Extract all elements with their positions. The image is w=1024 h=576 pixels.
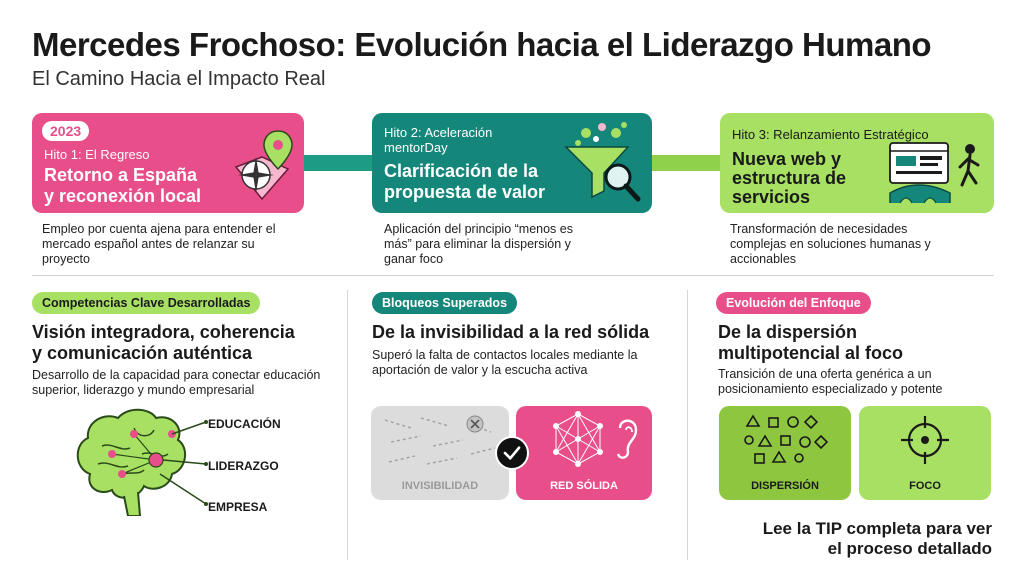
page-title: Mercedes Frochoso: Evolución hacia el Li… (32, 26, 932, 63)
brain-network-icon (76, 408, 208, 516)
section-heading-line: y comunicación auténtica (32, 343, 253, 363)
tile-label: INVISIBILIDAD (401, 480, 479, 492)
invisibility-tile: INVISIBILIDAD (371, 406, 509, 500)
check-icon (495, 436, 529, 470)
milestone-card-1: 2023 Hito 1: El Regreso Retorno a España… (32, 113, 304, 213)
column-divider (687, 290, 688, 560)
milestone-heading-line: Clarificación de la (384, 161, 539, 181)
brain-label: LIDERAZGO (208, 459, 279, 473)
milestone-heading-line: Retorno a España (44, 165, 198, 185)
milestone-card-3: Hito 3: Relanzamiento Estratégico Nueva … (720, 113, 994, 213)
section-heading: De la invisibilidad a la red sólida (372, 322, 649, 343)
brain-label: EMPRESA (208, 500, 268, 514)
dispersion-tile: DISPERSIÓN (719, 406, 851, 500)
column-divider (347, 290, 348, 560)
scattered-dots-icon (384, 415, 496, 465)
focus-tile: FOCO (859, 406, 991, 500)
website-bridge-icon (889, 142, 980, 204)
section-description: Superó la falta de contactos locales med… (372, 348, 638, 377)
timeline-connector (300, 155, 378, 171)
milestone-description: Transformación de necesidades complejas … (730, 222, 931, 266)
section-description: Transición de una oferta genérica a un p… (718, 367, 943, 396)
section-pill: Competencias Clave Desarrolladas (32, 292, 261, 314)
section-pill: Bloqueos Superados (372, 292, 518, 314)
tile-label: FOCO (909, 480, 941, 492)
section-divider (32, 275, 994, 276)
milestone-kicker: Hito 3: Relanzamiento Estratégico (732, 127, 929, 142)
section-heading: De la dispersión multipotencial al foco (718, 322, 903, 364)
section-heading-line: Visión integradora, coherencia (32, 322, 295, 342)
page-subtitle: El Camino Hacia el Impacto Real (32, 68, 326, 90)
section-pill: Evolución del Enfoque (716, 292, 871, 314)
compass-map-icon (234, 130, 293, 201)
milestone-heading-line: y reconexión local (44, 186, 202, 206)
milestone-card-2: Hito 2: Aceleración mentorDay Clarificac… (372, 113, 652, 213)
tile-label: DISPERSIÓN (751, 480, 819, 492)
milestone-heading-line: servicios (732, 187, 811, 207)
cta-line: el proceso detallado (827, 539, 992, 558)
milestone-description: Aplicación del principio “menos es más” … (384, 222, 573, 266)
section-heading-line: De la invisibilidad a la red sólida (372, 322, 650, 342)
cta-text: Lee la TIP completa para ver el proceso … (712, 519, 992, 559)
brain-label: EDUCACIÓN (208, 417, 281, 431)
year-badge: 2023 (42, 121, 90, 141)
section-heading: Visión integradora, coherencia y comunic… (32, 322, 295, 364)
network-ear-icon (553, 411, 638, 467)
milestone-description: Empleo por cuenta ajena para entender el… (42, 222, 276, 266)
section-heading-line: multipotencial al foco (718, 343, 904, 363)
scattered-shapes-icon (744, 414, 829, 464)
milestone-heading-line: Nueva web y (732, 149, 842, 169)
milestone-kicker: mentorDay (384, 140, 448, 155)
target-icon (901, 416, 949, 464)
timeline-connector (646, 155, 726, 171)
milestone-kicker: Hito 2: Aceleración (384, 125, 493, 140)
milestone-heading-line: estructura de (732, 168, 847, 188)
funnel-magnifier-icon (564, 122, 641, 202)
milestone-kicker: Hito 1: El Regreso (44, 147, 150, 162)
solid-network-tile: RED SÓLIDA (516, 406, 652, 500)
section-description: Desarrollo de la capacidad para conectar… (32, 368, 321, 397)
cta-line: Lee la TIP completa para ver (762, 519, 992, 538)
milestone-heading-line: propuesta de valor (384, 182, 546, 202)
section-heading-line: De la dispersión (718, 322, 858, 342)
tile-label: RED SÓLIDA (550, 480, 618, 492)
